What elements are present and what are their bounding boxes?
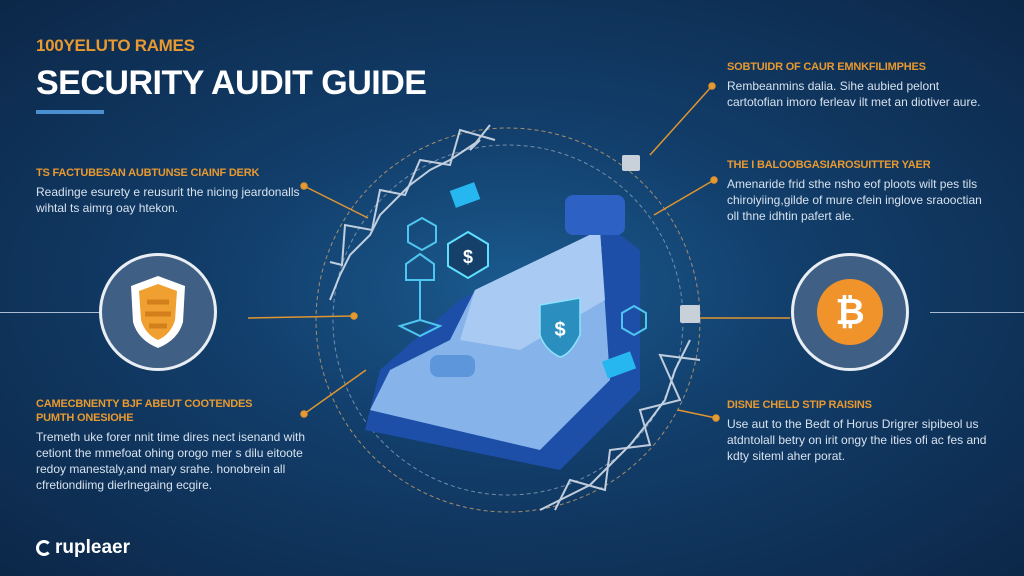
node-icon xyxy=(622,155,640,171)
node-icon xyxy=(680,305,700,323)
lock-hexagon-icon xyxy=(407,216,437,252)
right-section-3: DISNE CHELD STIP RAISINS Use aut to the … xyxy=(727,398,997,464)
section-body: Amenaride frid sthe nsho eof ploots wilt… xyxy=(727,177,982,223)
section-heading: CAMECBNENTY BJF ABEUT COOTENDES PUMTH ON… xyxy=(36,398,253,424)
right-section-1: SOBTUIDR OF CAUR EMNKFILIMPHES Rembeanmi… xyxy=(727,60,997,110)
document-hexagon-icon xyxy=(621,304,647,337)
brand-logo: rupleaer xyxy=(36,537,130,559)
dna-helix-left xyxy=(329,124,496,301)
left-section-1: TS FACTUBESAN AUBTUNSE CIAINF DERK Readi… xyxy=(36,166,306,216)
section-heading: SOBTUIDR OF CAUR EMNKFILIMPHES xyxy=(727,61,926,73)
section-body: Rembeanmins dalia. Sihe aubied pelont ca… xyxy=(727,79,981,109)
right-section-2: THE I BALOOBGASIAROSUITTER YAER Amenarid… xyxy=(727,158,997,224)
section-body: Tremeth uke forer nnit time dires nect i… xyxy=(36,430,306,492)
bitcoin-icon: ₿ xyxy=(817,279,883,345)
dollar-hexagon-icon: $ xyxy=(447,230,489,280)
svg-text:$: $ xyxy=(554,319,565,341)
section-body: Use aut to the Bedt of Horus Drigrer sip… xyxy=(727,417,987,463)
upload-arrow-icon xyxy=(397,252,443,338)
title-underline xyxy=(36,110,104,114)
logo-icon xyxy=(36,540,52,556)
section-body: Readinge esurety e reusurit the nicing j… xyxy=(36,185,300,215)
payment-terminal xyxy=(365,195,640,470)
bitcoin-badge: ₿ xyxy=(791,253,909,371)
shield-icon xyxy=(131,276,185,348)
chip-icon xyxy=(601,351,637,379)
chip-icon xyxy=(449,182,481,208)
divider-right xyxy=(930,312,1024,313)
kicker-text: 100YELUTO RAMES xyxy=(36,36,195,55)
shield-badge xyxy=(99,253,217,371)
left-section-2: CAMECBNENTY BJF ABEUT COOTENDES PUMTH ON… xyxy=(36,397,306,493)
dollar-shield-icon: $ xyxy=(539,297,581,358)
section-heading: DISNE CHELD STIP RAISINS xyxy=(727,399,872,411)
divider-left xyxy=(0,312,102,313)
section-heading: THE I BALOOBGASIAROSUITTER YAER xyxy=(727,159,931,171)
section-heading: TS FACTUBESAN AUBTUNSE CIAINF DERK xyxy=(36,167,260,179)
page-title: SECURITY AUDIT GUIDE xyxy=(36,64,427,102)
svg-text:$: $ xyxy=(463,247,473,267)
dna-helix-right xyxy=(539,339,701,511)
logo-text: rupleaer xyxy=(55,537,130,558)
connector-lines xyxy=(247,82,790,422)
